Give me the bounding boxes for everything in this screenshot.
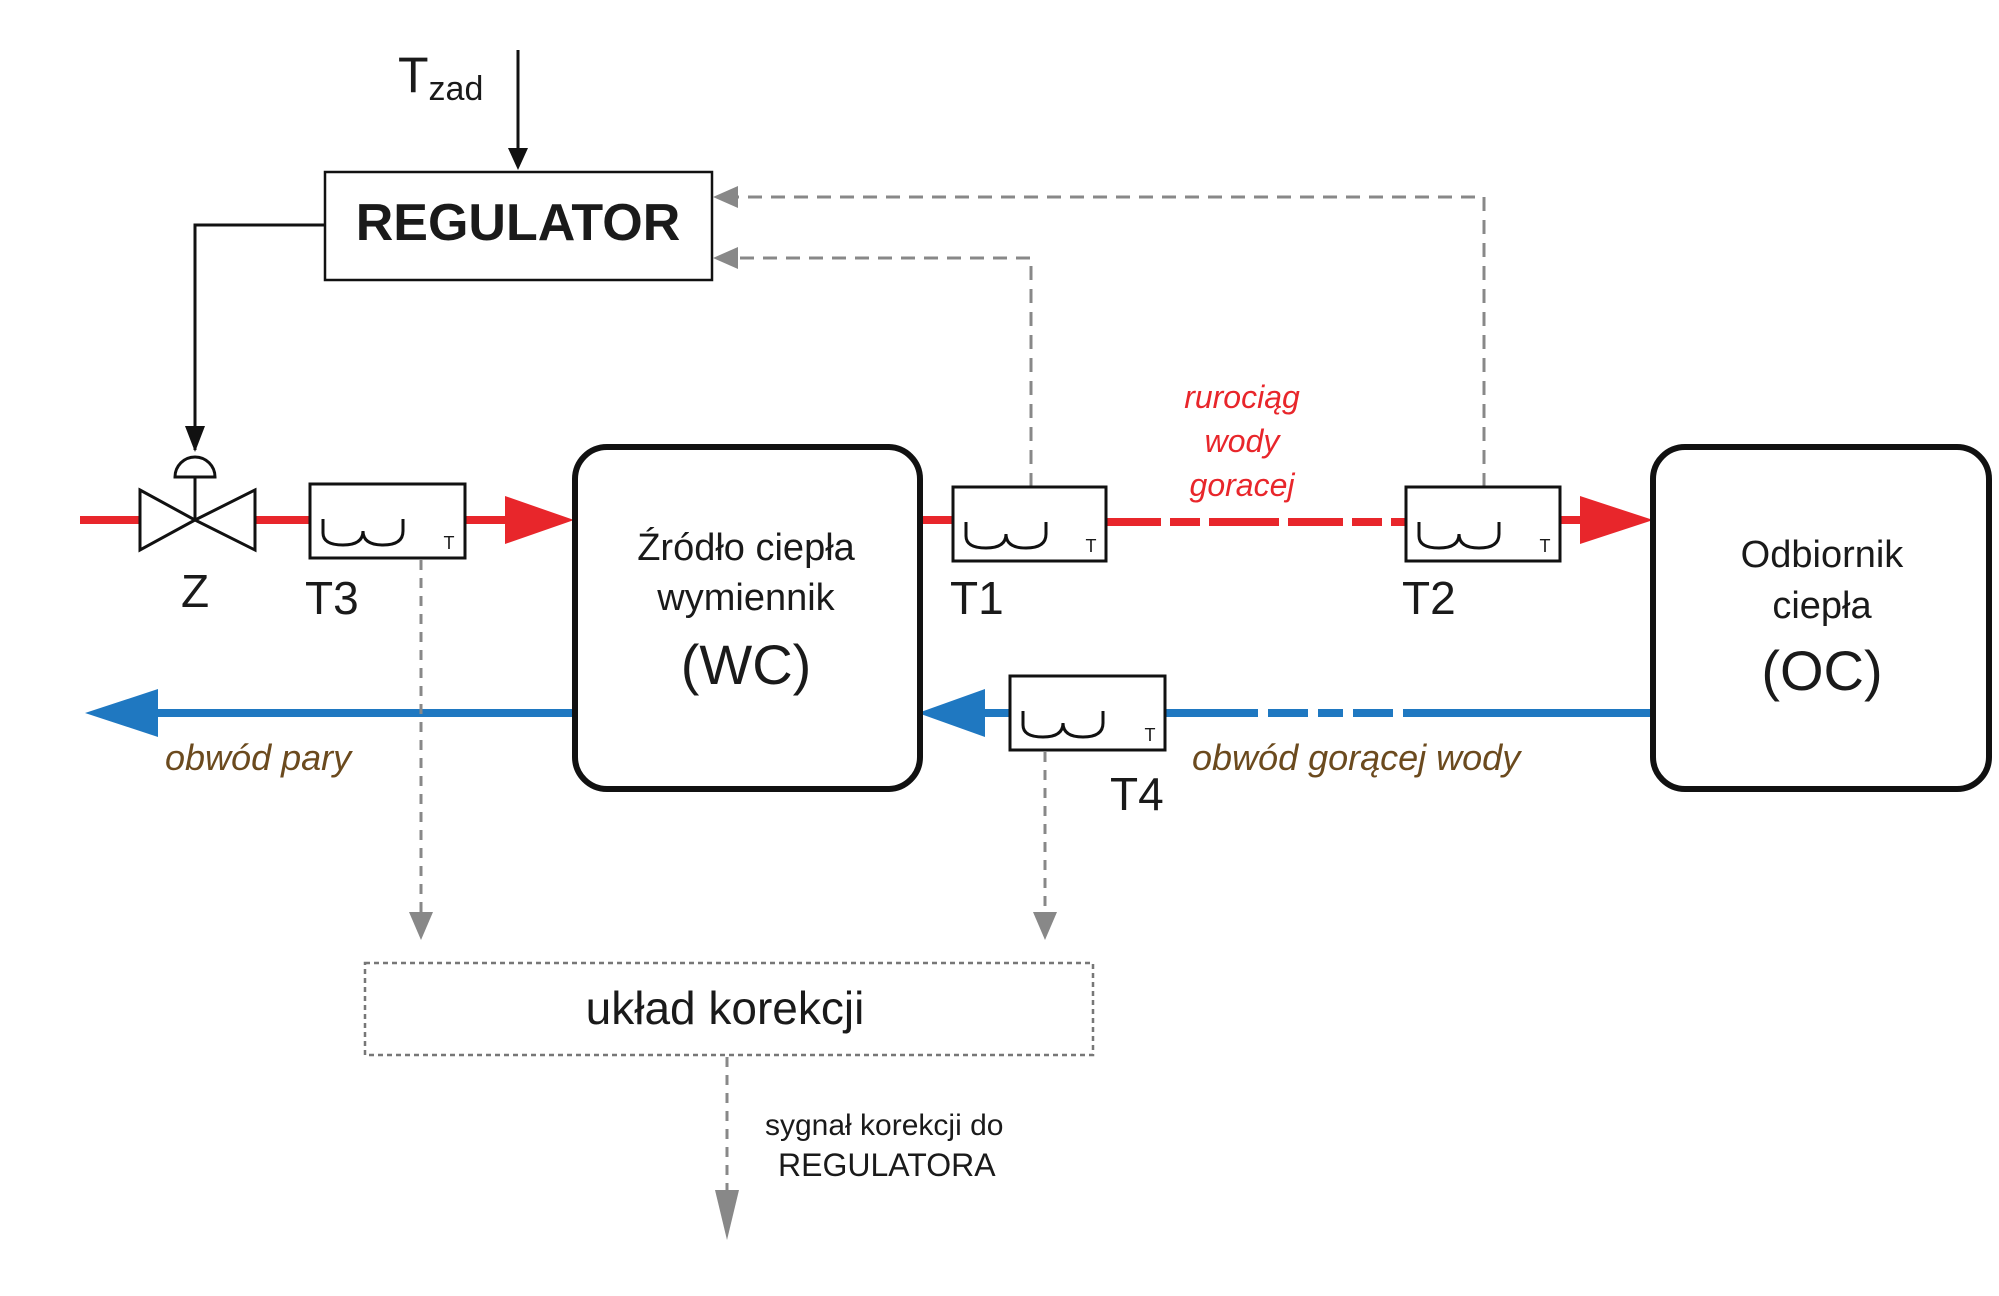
valve-label: Z: [181, 565, 209, 617]
sensor-t1: T: [951, 485, 1108, 563]
return-arrow-wc: [918, 689, 985, 737]
sensor-t1-tag: T: [1086, 536, 1097, 556]
regulator-box: [323, 170, 714, 282]
setpoint-arrowhead: [508, 148, 528, 170]
control-signal-line: [193, 223, 325, 450]
sensor-t3: T: [308, 482, 467, 560]
regulator-label: REGULATOR: [356, 194, 681, 252]
sensor-t4-tag: T: [1145, 725, 1156, 745]
steam-circuit-label: obwód pary: [165, 737, 353, 778]
pipeline-label-line1: rurociąg: [1184, 379, 1300, 415]
correction-signal-line2: REGULATORA: [778, 1147, 996, 1183]
sensor-t2-tag: T: [1540, 536, 1551, 556]
sensor-t1-label: T1: [950, 572, 1004, 624]
sensor-t4-label: T4: [1110, 768, 1164, 820]
feedback-arrowhead-t1: [713, 247, 738, 269]
heat-source-line3: (WC): [681, 633, 812, 696]
correction-box: [363, 961, 1095, 1057]
sensor-t3-label: T3: [305, 572, 359, 624]
supply-arrow-oc: [1580, 496, 1653, 544]
t4-correction-arrowhead: [1033, 912, 1057, 940]
sensor-t3-tag: T: [444, 533, 455, 553]
feedback-arrowhead-t2: [713, 186, 738, 208]
correction-signal-line1: sygnał korekcji do: [765, 1109, 1003, 1142]
sensor-t2-label: T2: [1402, 572, 1456, 624]
feedback-line-t2: [735, 195, 1486, 487]
heat-source-line2: wymiennik: [656, 577, 835, 619]
heat-receiver-line1: Odbiornik: [1741, 534, 1905, 576]
sensor-t2: T: [1404, 485, 1562, 563]
sensor-t4: T: [1008, 674, 1167, 752]
correction-label: układ korekcji: [586, 982, 865, 1034]
heat-receiver-line2: ciepła: [1772, 585, 1872, 627]
setpoint-label: Tzad: [398, 47, 483, 108]
control-signal-arrowhead: [185, 426, 205, 452]
supply-arrow-wc: [505, 496, 574, 544]
heat-receiver-line3: (OC): [1761, 639, 1882, 702]
pipeline-label-line2: wody: [1205, 423, 1282, 459]
t3-correction-arrowhead: [409, 912, 433, 940]
feedback-line-t1: [735, 256, 1033, 487]
pipeline-label-line3: goracej: [1190, 467, 1296, 503]
heat-source-box: [572, 444, 923, 792]
heat-source-line1: Źródło ciepła: [637, 526, 855, 569]
return-arrow-out: [85, 689, 158, 737]
hot-water-circuit-label: obwód gorącej wody: [1192, 737, 1522, 778]
correction-output-arrowhead: [715, 1190, 739, 1240]
control-valve-icon: [138, 455, 257, 553]
heat-receiver-box: [1650, 444, 1992, 792]
